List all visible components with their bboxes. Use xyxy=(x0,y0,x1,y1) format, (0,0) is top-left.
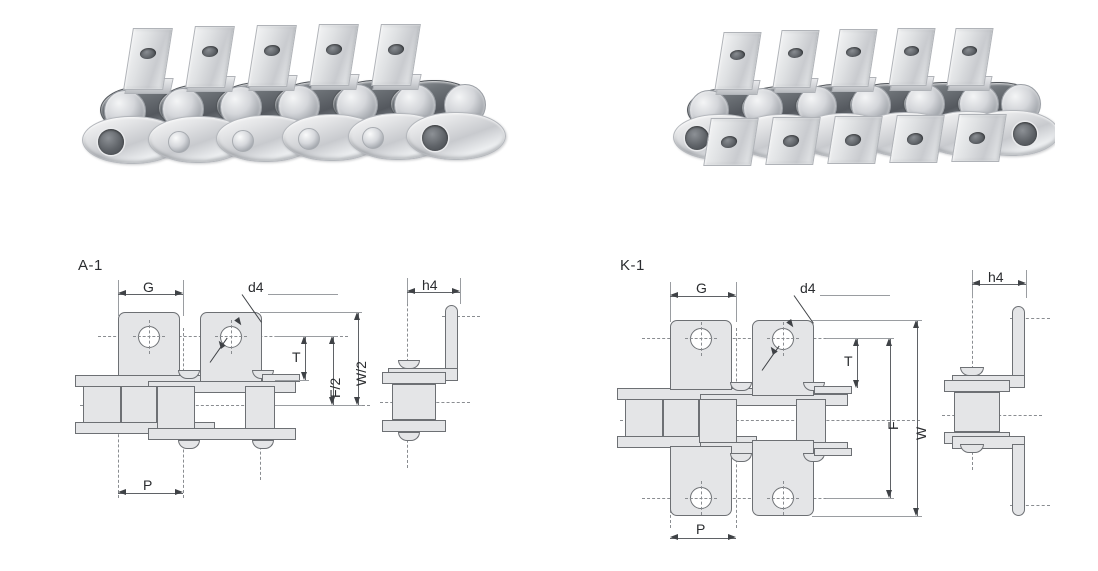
link-plate-bottom-sideview-a1 xyxy=(382,420,446,432)
dimension-label-f-k1: F xyxy=(885,421,901,430)
chain-photo-k1 xyxy=(665,20,1055,195)
drawing-a1-title: A-1 xyxy=(78,257,103,274)
bushing-2-k1 xyxy=(699,399,737,443)
dimension-label-g-a1: G xyxy=(143,279,154,295)
centerline-horizontal-mid-k1 xyxy=(620,420,920,421)
link-plate-top-sideview-a1 xyxy=(382,372,446,384)
bushing-2-a1 xyxy=(157,386,195,429)
link-plate-lower-right-a1 xyxy=(148,428,296,440)
bushing-3-a1 xyxy=(245,386,275,429)
drawing-k1-title: K-1 xyxy=(620,257,645,274)
dimension-label-t-a1: T xyxy=(292,349,301,365)
centerline-tabhole-bottom-sideview-k1 xyxy=(1010,505,1050,506)
bushing-1-a1 xyxy=(83,386,121,423)
link-plate-top-sideview-k1 xyxy=(944,380,1010,392)
dimension-label-h4-a1: h4 xyxy=(422,277,438,293)
centerline-tabhole-sideview-a1 xyxy=(442,316,480,317)
roller-body-sideview-a1 xyxy=(392,384,436,420)
pin-cap-bottom-2-a1 xyxy=(252,440,274,449)
dimension-label-p-k1: P xyxy=(696,521,706,537)
dimension-label-f-half-a1: F/2 xyxy=(327,377,343,398)
attachment-foot-a1 xyxy=(262,374,300,382)
roller-1-a1 xyxy=(121,386,157,423)
dimension-label-w-k1: W xyxy=(913,426,929,440)
dimension-label-h4-k1: h4 xyxy=(988,269,1004,285)
drawing-k1: K-1 xyxy=(612,250,1082,560)
chain-photo-a1 xyxy=(70,20,510,190)
roller-1-k1 xyxy=(663,399,699,437)
dimension-label-d4-a1: d4 xyxy=(248,279,264,295)
pin-cap-bottom-sideview-a1 xyxy=(398,432,420,441)
attachment-upright-bottom-sideview-k1 xyxy=(1012,444,1025,516)
dimension-label-g-k1: G xyxy=(696,280,707,296)
dimension-label-t-k1: T xyxy=(844,353,853,369)
centerline-tabhole-top-sideview-k1 xyxy=(1010,318,1050,319)
attachment-foot-top-k1 xyxy=(814,386,852,394)
bushing-1-k1 xyxy=(625,399,663,437)
centerline-horizontal-mid-a1 xyxy=(80,405,370,406)
dimension-label-w-half-a1: W/2 xyxy=(353,361,369,386)
drawing-a1: A-1 xyxy=(70,250,530,550)
roller-body-sideview-k1 xyxy=(954,392,1000,432)
bushing-3-k1 xyxy=(796,399,826,443)
pin-cap-bottom-1-k1 xyxy=(730,453,752,462)
pin-cap-bottom-1-a1 xyxy=(178,440,200,449)
pin-cap-bottom-sideview-k1 xyxy=(960,444,984,453)
dimension-label-p-a1: P xyxy=(143,477,153,493)
dimension-label-d4-k1: d4 xyxy=(800,280,816,296)
attachment-foot-bottom-k1 xyxy=(814,448,852,456)
